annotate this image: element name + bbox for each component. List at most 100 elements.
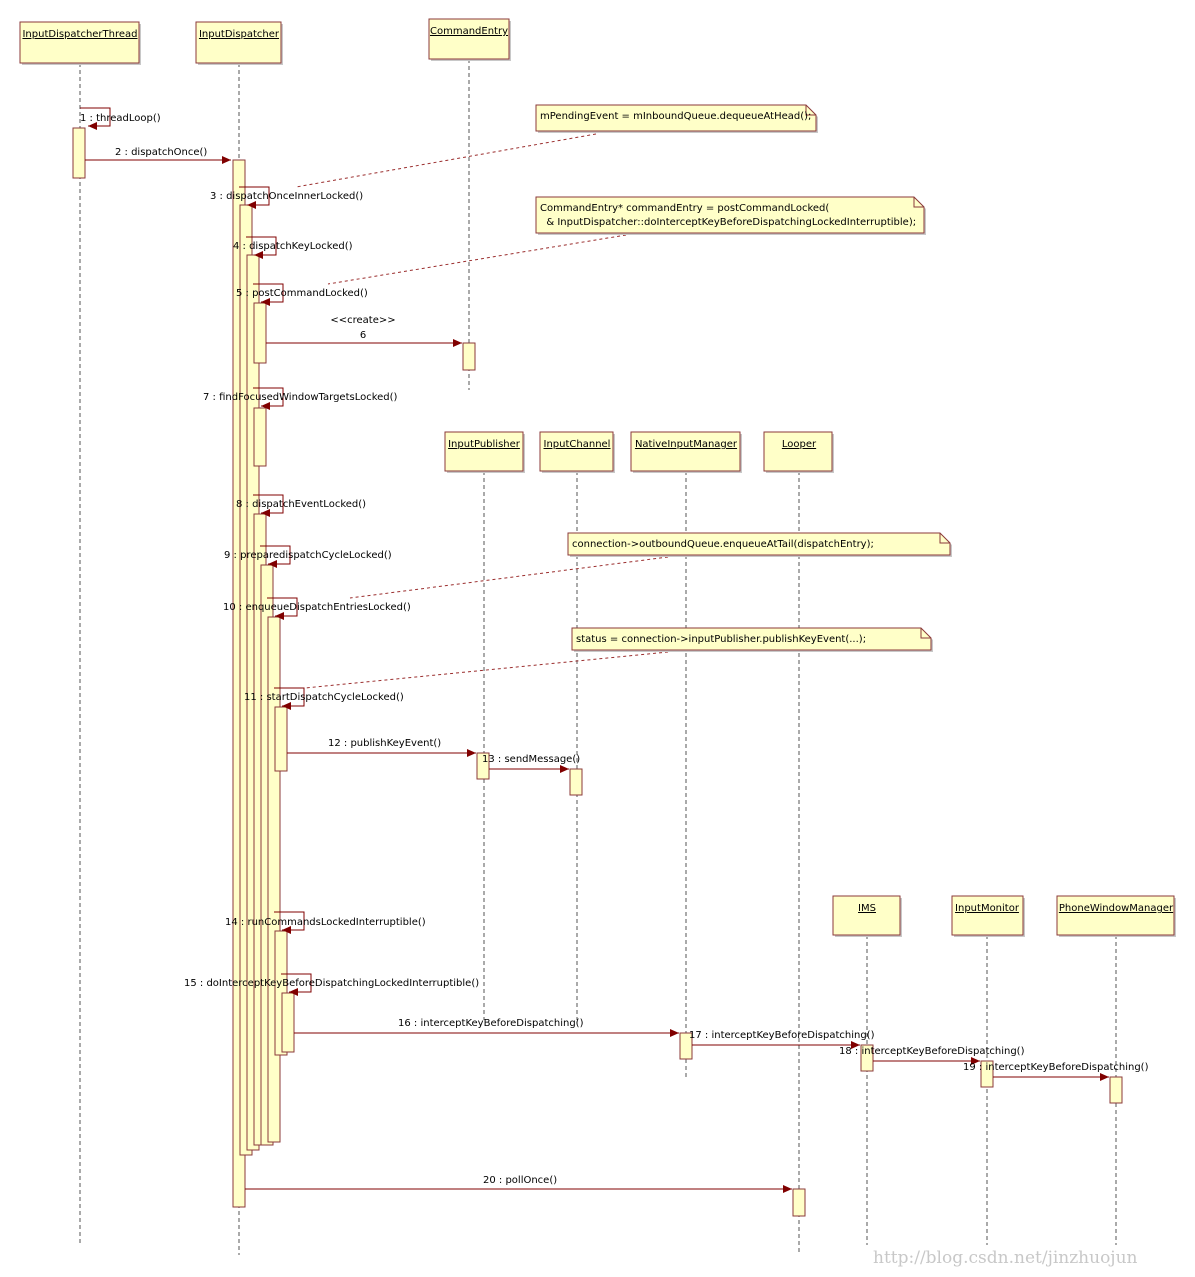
message-label: 2 : dispatchOnce() [115,147,207,158]
self-message-arrow [253,494,284,517]
activation-bar [792,1188,806,1217]
self-message-arrow [246,236,277,259]
message-5: 5 : postCommandLocked() [236,283,368,306]
activation-bar [860,1044,874,1072]
participant-label: NativeInputManager [635,439,738,450]
note-note2: CommandEntry* commandEntry = postCommand… [327,196,926,285]
message-label: 4 : dispatchKeyLocked() [233,241,353,252]
note-text: CommandEntry* commandEntry = postCommand… [540,203,829,214]
message-4: 4 : dispatchKeyLocked() [233,236,353,259]
note-box [571,627,932,651]
note-note3: connection->outboundQueue.enqueueAtTail(… [349,532,952,599]
note-box [535,196,925,234]
note-box [567,532,951,556]
message-6: <<create>> 6 [266,315,462,347]
participant-box [428,18,510,60]
participant-box [195,21,282,64]
participant-pwm[interactable]: PhoneWindowManager [1056,895,1176,937]
participant-idt[interactable]: InputDispatcherThread [19,21,141,65]
participant-label: Looper [782,439,817,450]
note-text: & InputDispatcher::doInterceptKeyBeforeD… [540,217,916,228]
message-label: 11 : startDispatchCycleLocked() [244,692,404,703]
message-label: 6 [360,330,366,341]
self-message-arrow [239,186,270,209]
message-label: 10 : enqueueDispatchEntriesLocked() [223,602,411,613]
participant-box [1056,895,1175,936]
participant-nim[interactable]: NativeInputManager [630,431,742,473]
participant-box [763,431,833,472]
activation-bar [72,127,86,179]
message-label: 5 : postCommandLocked() [236,288,368,299]
message-label: 19 : interceptKeyBeforeDispatching() [963,1062,1149,1073]
activation-bar [679,1032,693,1060]
message-12: 12 : publishKeyEvent() [287,738,476,757]
message-18: 18 : interceptKeyBeforeDispatching() [839,1046,1025,1065]
participant-box [832,895,901,936]
self-message-arrow [274,911,305,934]
participant-label: InputMonitor [955,903,1020,914]
message-1: 1 : threadLoop() [80,107,161,130]
participant-label: InputDispatcherThread [22,29,137,40]
message-label: 1 : threadLoop() [80,113,161,124]
self-message-arrow [253,283,284,306]
activation-bar [980,1060,994,1088]
message-3: 3 : dispatchOnceInnerLocked() [210,186,363,209]
participant-label: InputChannel [544,439,611,450]
activation-bar [1109,1076,1123,1104]
note-text: status = connection->inputPublisher.publ… [576,634,866,645]
message-label: 17 : interceptKeyBeforeDispatching() [689,1030,875,1041]
message-7: 7 : findFocusedWindowTargetsLocked() [203,387,398,410]
note-connector [295,133,597,188]
participant-box [630,431,741,472]
self-message-arrow [274,687,305,710]
watermark: http://blog.csdn.net/jinzhuojun [873,1248,1138,1268]
participant-box [19,21,140,64]
message-19: 19 : interceptKeyBeforeDispatching() [963,1062,1149,1081]
self-message-arrow [281,973,312,996]
note-note1: mPendingEvent = mInboundQueue.dequeueAtH… [295,104,818,188]
message-11: 11 : startDispatchCycleLocked() [244,687,404,710]
activation-bar [569,768,583,796]
participant-ic[interactable]: InputChannel [539,431,615,473]
message-label: 3 : dispatchOnceInnerLocked() [210,191,363,202]
participant-label: InputDispatcher [199,29,280,40]
message-label: 14 : runCommandsLockedInterruptible() [225,917,426,928]
note-box [535,104,817,132]
message-13: 13 : sendMessage() [482,754,580,773]
participant-ims[interactable]: IMS [832,895,902,937]
self-message-arrow [260,545,291,568]
participant-box [951,895,1024,936]
message-15: 15 : doInterceptKeyBeforeDispatchingLock… [184,973,479,996]
message-label: 8 : dispatchEventLocked() [236,499,366,510]
self-message-arrow [267,597,298,620]
message-stereotype: <<create>> [330,315,395,326]
participant-ce[interactable]: CommandEntry [428,18,511,61]
message-20: 20 : pollOnce() [245,1175,792,1193]
message-label: 9 : preparedispatchCycleLocked() [224,550,392,561]
message-14: 14 : runCommandsLockedInterruptible() [225,911,426,934]
participant-ip[interactable]: InputPublisher [444,431,525,473]
message-label: 18 : interceptKeyBeforeDispatching() [839,1046,1025,1057]
message-label: 12 : publishKeyEvent() [328,738,441,749]
participant-label: PhoneWindowManager [1059,903,1174,914]
participant-id[interactable]: InputDispatcher [195,21,283,65]
note-note4: status = connection->inputPublisher.publ… [304,627,933,689]
participant-box [539,431,614,472]
participant-lp[interactable]: Looper [763,431,834,473]
message-10: 10 : enqueueDispatchEntriesLocked() [223,597,411,620]
note-connector [327,234,627,285]
message-8: 8 : dispatchEventLocked() [236,494,366,517]
message-label: 20 : pollOnce() [483,1175,557,1186]
activation-bar [462,342,476,371]
activation-bar [274,706,288,772]
participant-box [444,431,524,472]
activation-bar [253,407,267,467]
message-label: 16 : interceptKeyBeforeDispatching() [398,1018,584,1029]
message-label: 15 : doInterceptKeyBeforeDispatchingLock… [184,978,479,989]
participant-label: CommandEntry [430,26,508,37]
participant-im[interactable]: InputMonitor [951,895,1025,937]
note-text: connection->outboundQueue.enqueueAtTail(… [572,539,874,550]
activation-bar [281,992,295,1053]
message-9: 9 : preparedispatchCycleLocked() [224,545,392,568]
